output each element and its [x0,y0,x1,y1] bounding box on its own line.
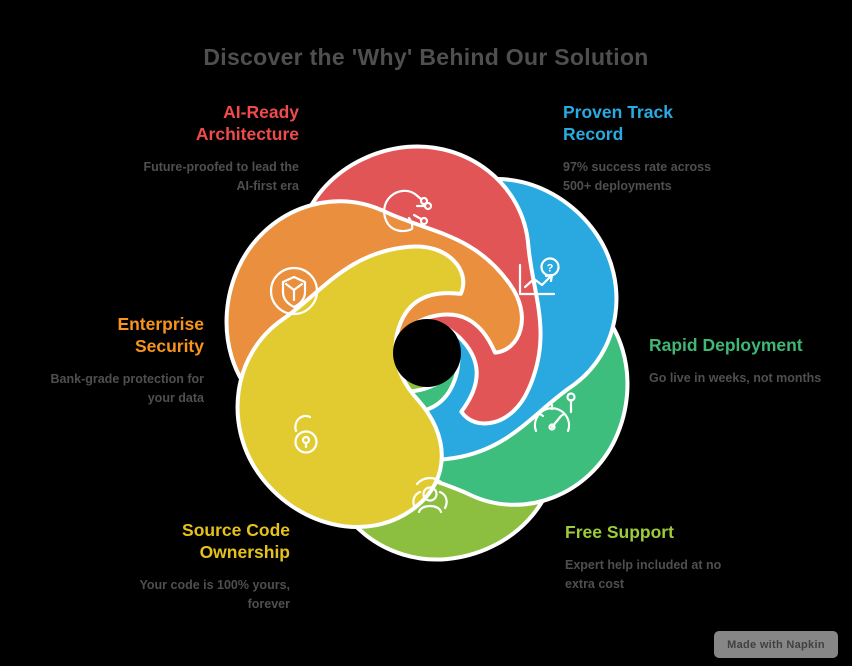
feature-label-line: Enterprise [117,314,204,334]
feature-label-line: Free Support [565,522,674,542]
feature-proven-track-record: Proven Track Record 97% success rate acr… [563,101,813,196]
feature-desc-line: forever [247,597,290,611]
feature-free-support: Free Support Expert help included at no … [565,521,805,594]
feature-enterprise-security: Enterprise Security Bank-grade protectio… [4,313,205,408]
feature-rapid-deployment: Rapid Deployment Go live in weeks, not m… [649,334,849,388]
shield-icon [269,266,319,316]
feature-label-line: Security [134,336,204,356]
open-lock-icon [294,414,318,454]
feature-label-line: Rapid Deployment [649,335,803,355]
svg-text:?: ? [547,263,554,275]
feature-desc-line: 500+ deployments [563,179,672,193]
feature-label-line: Architecture [195,124,299,144]
feature-desc-line: Expert help included at no [565,558,722,572]
feature-label-line: AI-Ready [223,102,299,122]
feature-label-line: Source Code [182,520,290,540]
feature-desc-line: AI-first era [236,179,299,193]
feature-desc-line: Bank-grade protection for [50,372,205,386]
chart-question-icon: ? [518,257,560,296]
feature-desc-line: extra cost [565,577,625,591]
ai-head-icon [383,189,433,233]
feature-label-line: Proven Track [563,102,673,122]
feature-ai-ready-architecture: AI-Ready Architecture Future-proofed to … [49,101,299,196]
feature-desc-line: Your code is 100% yours, [139,578,290,592]
feature-label-line: Ownership [199,542,290,562]
petal-source-code [235,244,466,529]
infographic-title: Discover the 'Why' Behind Our Solution [203,44,649,70]
watermark-badge[interactable]: Made with Napkin [714,631,838,658]
pinwheel-diagram: ? [224,144,630,562]
feature-desc-line: 97% success rate across [563,160,712,174]
feature-source-code-ownership: Source Code Ownership Your code is 100% … [40,519,290,614]
watermark-label: Made with Napkin [727,638,825,651]
care-icon [412,476,448,514]
feature-desc-line: your data [147,391,204,405]
feature-label-line: Record [563,124,624,144]
feature-desc-line: Go live in weeks, not months [649,371,822,385]
feature-desc-line: Future-proofed to lead the [143,160,299,174]
center-hole [393,319,461,387]
gauge-icon [533,392,576,433]
